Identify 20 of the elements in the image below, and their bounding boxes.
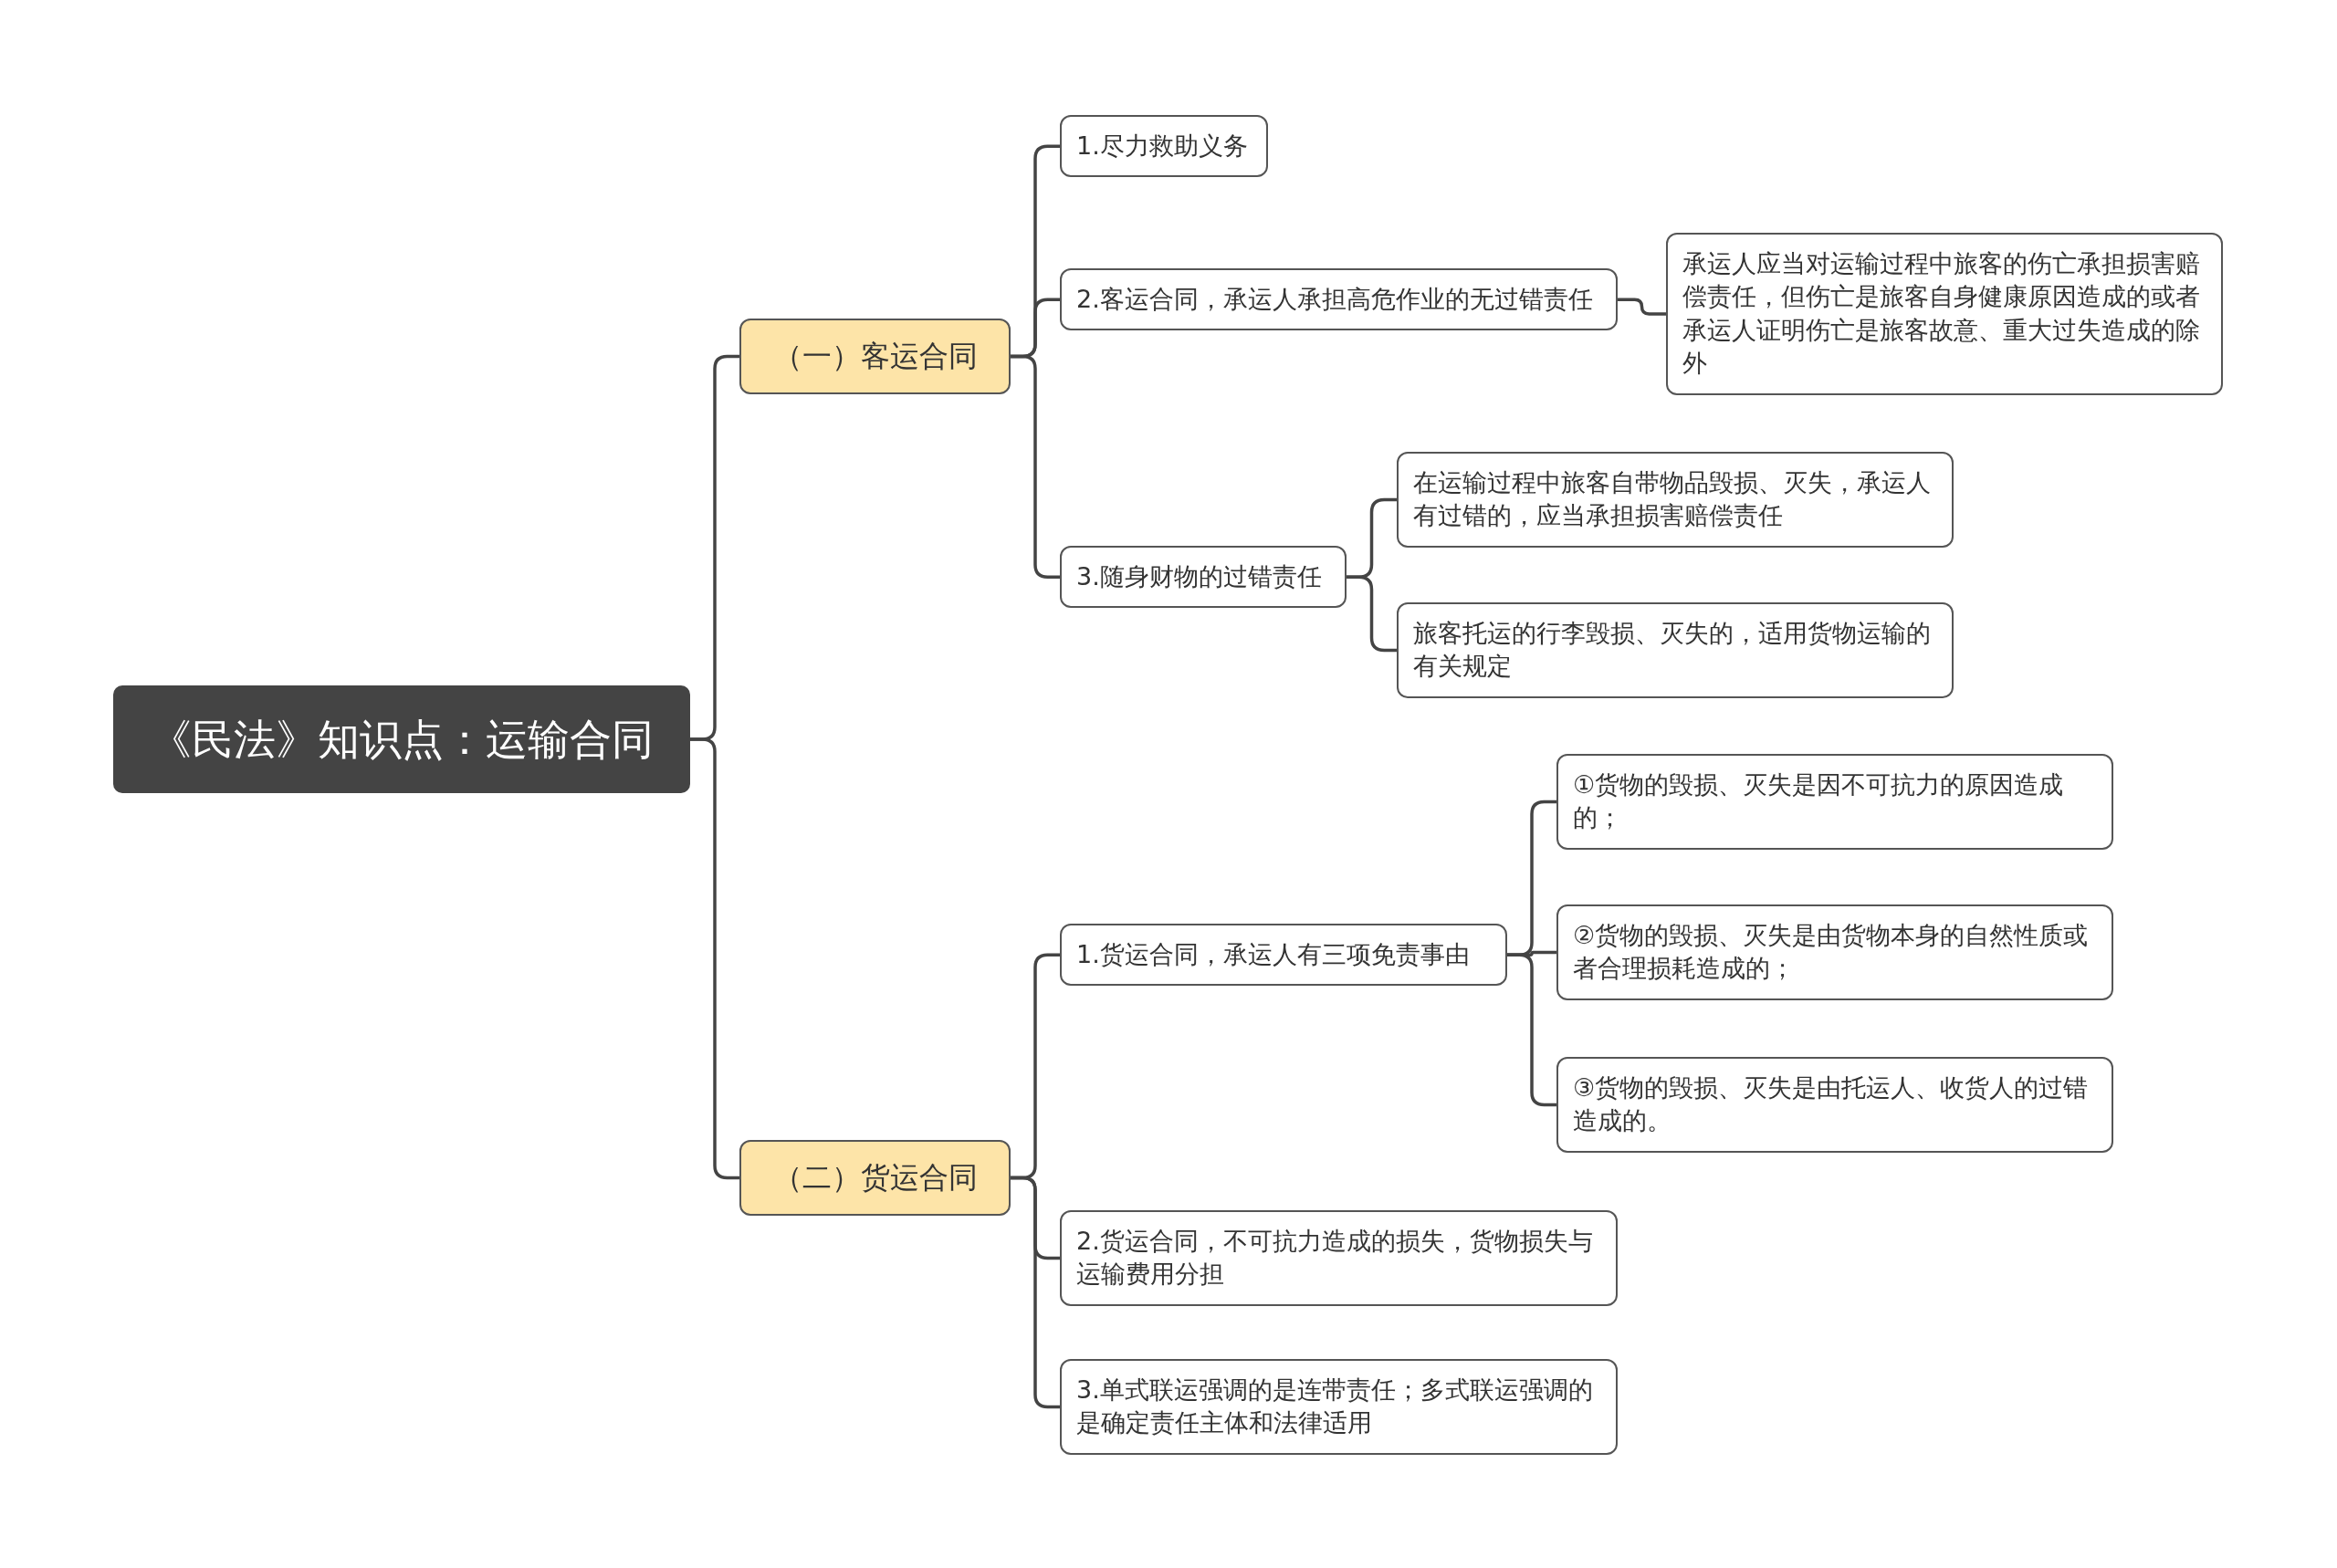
subtopic-box: 2.货运合同，不可抗力造成的损失，货物损失与运输费用分担 [1060,1210,1618,1306]
connector-line [1618,298,1666,316]
connector-line [690,737,739,1180]
subtopic-box: ①货物的毁损、灭失是因不可抗力的原因造成的； [1556,754,2113,850]
connector-line [1507,953,1556,1107]
subtopic-box: 3.随身财物的过错责任 [1060,546,1347,609]
branch-topic-box: （二）货运合同 [739,1140,1011,1217]
subtopic-box: 2.客运合同，承运人承担高危作业的无过错责任 [1060,268,1618,331]
subtopic-box: 3.单式联运强调的是连带责任；多式联运强调的是确定责任主体和法律适用 [1060,1359,1618,1455]
subtopic-box: ③货物的毁损、灭失是由托运人、收货人的过错造成的。 [1556,1057,2113,1153]
subtopic-box: 1.尽力救助义务 [1060,115,1268,178]
connector-line [1011,354,1060,579]
subtopic-box: 1.货运合同，承运人有三项免责事由 [1060,924,1507,987]
subtopic-box: 承运人应当对运输过程中旅客的伤亡承担损害赔偿责任，但伤亡是旅客自身健康原因造成的或者承运人证明伤亡是旅客故意、重大过失造成的除外 [1666,233,2223,395]
branch-topic-box: （一）客运合同 [739,319,1011,395]
subtopic-box: ②货物的毁损、灭失是由货物本身的自然性质或者合理损耗造成的； [1556,904,2113,1000]
subtopic-box: 在运输过程中旅客自带物品毁损、灭失，承运人有过错的，应当承担损害赔偿责任 [1397,452,1954,548]
subtopic-box: 旅客托运的行李毁损、灭失的，适用货物运输的有关规定 [1397,602,1954,698]
central-topic-box: 《民法》知识点：运输合同 [113,685,690,794]
connector-line [1011,1176,1060,1409]
